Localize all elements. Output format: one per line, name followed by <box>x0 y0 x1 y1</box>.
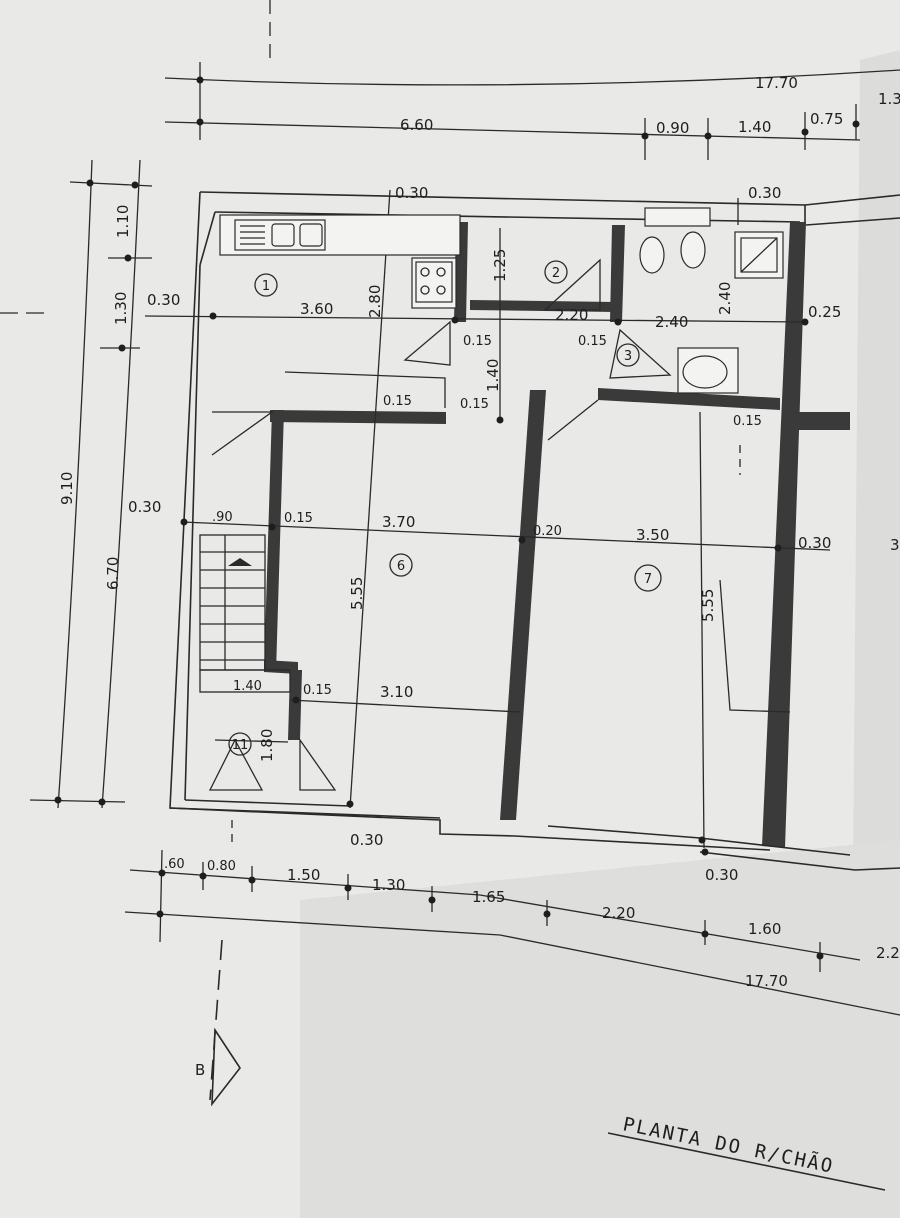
dim-bot-partial: 2.2 <box>876 944 900 962</box>
paper-shade-bottom <box>300 840 900 1218</box>
dim-hall-0-15-a: 0.15 <box>463 334 492 349</box>
dim-hall-1-40: 1.40 <box>484 359 502 392</box>
room-label-1: 1 <box>262 279 270 294</box>
dim-bot-1-50: 1.50 <box>287 866 320 884</box>
dim-kitchen-depth: 2.80 <box>366 285 384 318</box>
dim-top-overall: 17.70 <box>755 74 798 92</box>
interior-dimension-lines <box>144 189 831 856</box>
kitchen-fixtures <box>219 214 461 309</box>
dim-mid-left-0-30: 0.30 <box>128 498 161 516</box>
dim-room6-width: 3.70 <box>382 513 415 531</box>
dim-bot-0-80: 0.80 <box>207 859 236 874</box>
section-marker <box>209 939 241 1107</box>
dim-room7-depth: 5.55 <box>699 589 717 622</box>
dim-pantry-1-25: 1.25 <box>491 249 509 282</box>
dim-left-wall-0-30: 0.30 <box>147 291 180 309</box>
dim-top-1-40: 1.40 <box>738 118 771 136</box>
dim-right-wall-0-30: 0.30 <box>798 534 831 552</box>
dim-mid-0-20: 0.20 <box>533 524 562 539</box>
dim-lower-0-15: 0.15 <box>303 683 332 698</box>
title-underline <box>607 1132 886 1191</box>
bottom-dimension-lines <box>124 849 900 1016</box>
dim-wall-top-left: 0.30 <box>395 184 428 202</box>
bathroom-fixtures <box>639 207 784 394</box>
dim-top-left-span: 6.60 <box>400 116 433 134</box>
dim-left-overall: 9.10 <box>58 472 76 505</box>
dim-lower-3-10: 3.10 <box>380 683 413 701</box>
dim-left-1-30: 1.30 <box>112 292 130 325</box>
staircase <box>199 534 291 693</box>
dim-mid-0-90: .90 <box>212 510 233 525</box>
dim-top-0-75: 0.75 <box>810 110 843 128</box>
dim-right-wall-0-25: 0.25 <box>808 303 841 321</box>
dim-top-0-90: 0.90 <box>656 119 689 137</box>
dim-mid-0-15: 0.15 <box>284 511 313 526</box>
dim-bath-2-40: 2.40 <box>655 313 688 331</box>
dim-stair-1-40: 1.40 <box>233 679 262 694</box>
dim-bot-1-65: 1.65 <box>472 888 505 906</box>
dim-top-partial: 1.3 <box>878 90 900 108</box>
room-label-11: 11 <box>232 738 249 753</box>
dim-bot-1-60: 1.60 <box>748 920 781 938</box>
building-walls <box>169 191 900 871</box>
dim-hall-0-15-d: 0.15 <box>460 397 489 412</box>
dim-right-partial: 3 <box>890 536 900 554</box>
room-label-3: 3 <box>624 349 632 364</box>
dim-pantry-2-20: 2.20 <box>555 306 588 324</box>
room-label-6: 6 <box>397 559 405 574</box>
dim-room7-width: 3.50 <box>636 526 669 544</box>
dim-bot-0-60: .60 <box>164 857 185 872</box>
left-dimension-lines <box>0 159 153 809</box>
room-markers <box>228 260 662 756</box>
dim-bottom-wall-a: 0.30 <box>350 831 383 849</box>
dim-bottom-wall-b: 0.30 <box>705 866 738 884</box>
dim-left-1-10: 1.10 <box>114 205 132 238</box>
dim-left-6-70: 6.70 <box>104 557 122 590</box>
room-label-2: 2 <box>552 266 560 281</box>
dim-hall-0-15-b: 0.15 <box>578 334 607 349</box>
dim-wall-top-right: 0.30 <box>748 184 781 202</box>
dim-kitchen-width: 3.60 <box>300 300 333 318</box>
dim-hall-0-15-c: 0.15 <box>383 394 412 409</box>
dim-bot-1-30: 1.30 <box>372 876 405 894</box>
dim-wc-1-80: 1.80 <box>258 729 276 762</box>
dim-hall-0-15-e: 0.15 <box>733 414 762 429</box>
dim-room6-depth: 5.55 <box>348 577 366 610</box>
door-swings <box>208 258 791 791</box>
dim-bottom-overall: 17.70 <box>745 972 788 990</box>
dim-bot-2-20: 2.20 <box>602 904 635 922</box>
dim-bath-2-40-vertical: 2.40 <box>716 282 734 315</box>
section-marker-label: B <box>195 1061 205 1079</box>
room-label-7: 7 <box>644 572 652 587</box>
